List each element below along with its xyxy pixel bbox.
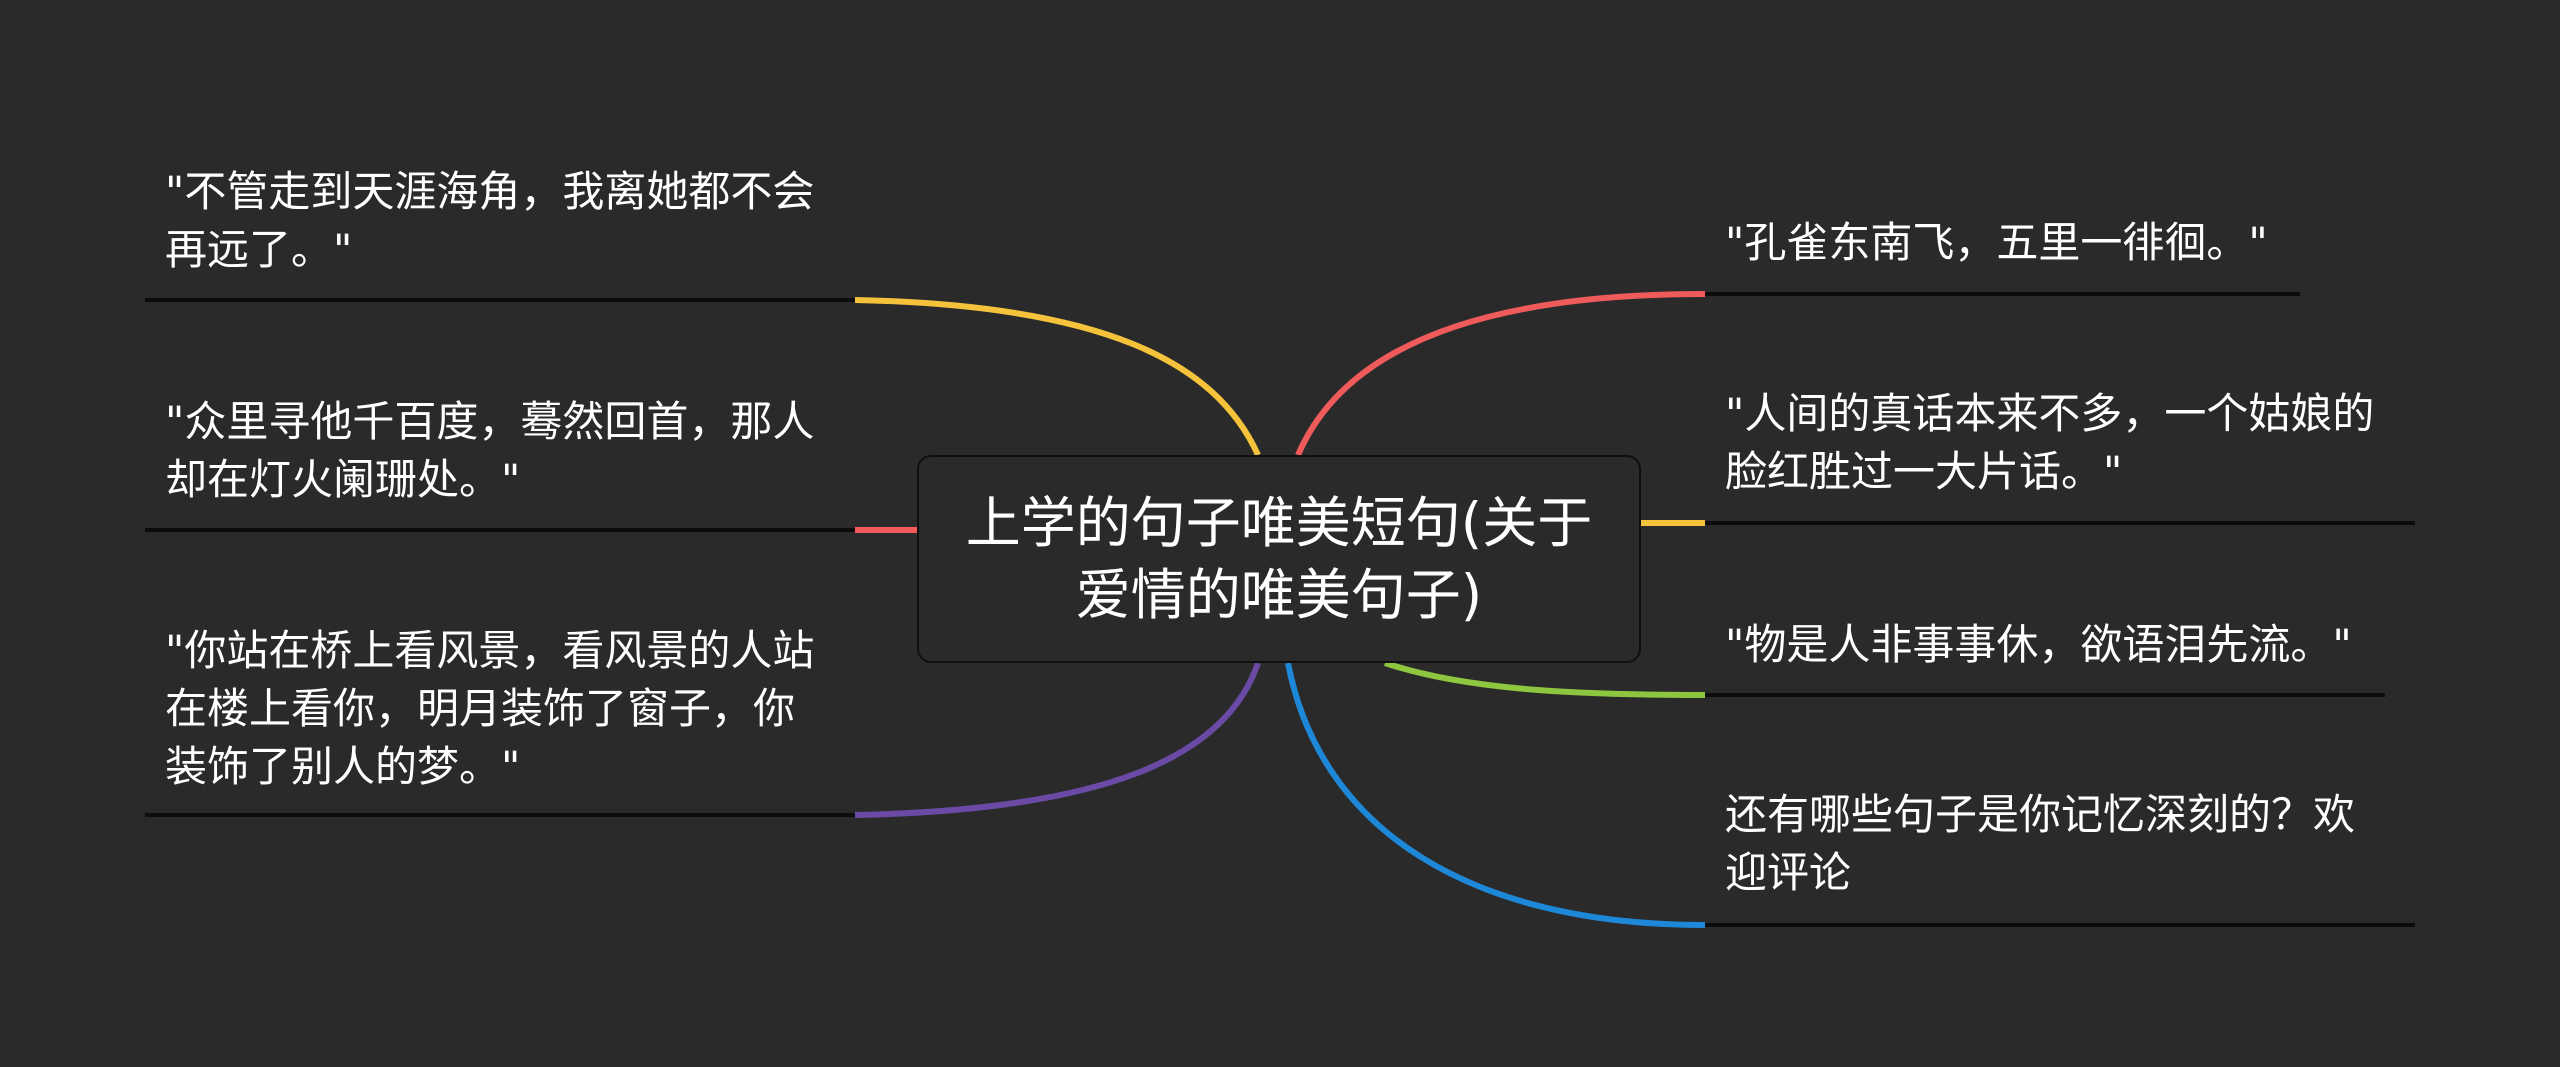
branch-topic-right-1[interactable]: "孔雀东南飞，五里一徘徊。"	[1725, 218, 2268, 267]
branch-topic-left-1[interactable]: "不管走到天涯海角，我离她都不会 再远了。"	[165, 167, 815, 274]
branch-connector-left-3	[854, 662, 1261, 818]
branch-topic-right-3[interactable]: "物是人非事事休，欲语泪先流。"	[1725, 620, 2352, 669]
central-topic-text: 上学的句子唯美短句(关于 爱情的唯美句子)	[966, 487, 1592, 631]
branch-connector-right-3	[1384, 660, 1706, 698]
central-topic-line-2: 爱情的唯美句子)	[1075, 563, 1483, 627]
branch-topic-left-2[interactable]: "众里寻他千百度，蓦然回首，那人 却在灯火阑珊处。"	[165, 397, 815, 504]
branch-topic-right-4[interactable]: 还有哪些句子是你记忆深刻的？欢 迎评论	[1725, 790, 2356, 897]
central-topic-node[interactable]: 上学的句子唯美短句(关于 爱情的唯美句子)	[917, 455, 1641, 663]
branch-connector-left-1	[854, 297, 1261, 457]
branch-connector-right-4	[1285, 662, 1706, 928]
central-topic-line-1: 上学的句子唯美短句(关于	[965, 491, 1593, 555]
branch-topic-left-3[interactable]: "你站在桥上看风景，看风景的人站 在楼上看你，明月装饰了窗子，你 装饰了别人的梦…	[165, 626, 815, 791]
branch-connector-right-1	[1295, 291, 1706, 457]
branch-topic-right-2[interactable]: "人间的真话本来不多，一个姑娘的 脸红胜过一大片话。"	[1725, 389, 2375, 496]
